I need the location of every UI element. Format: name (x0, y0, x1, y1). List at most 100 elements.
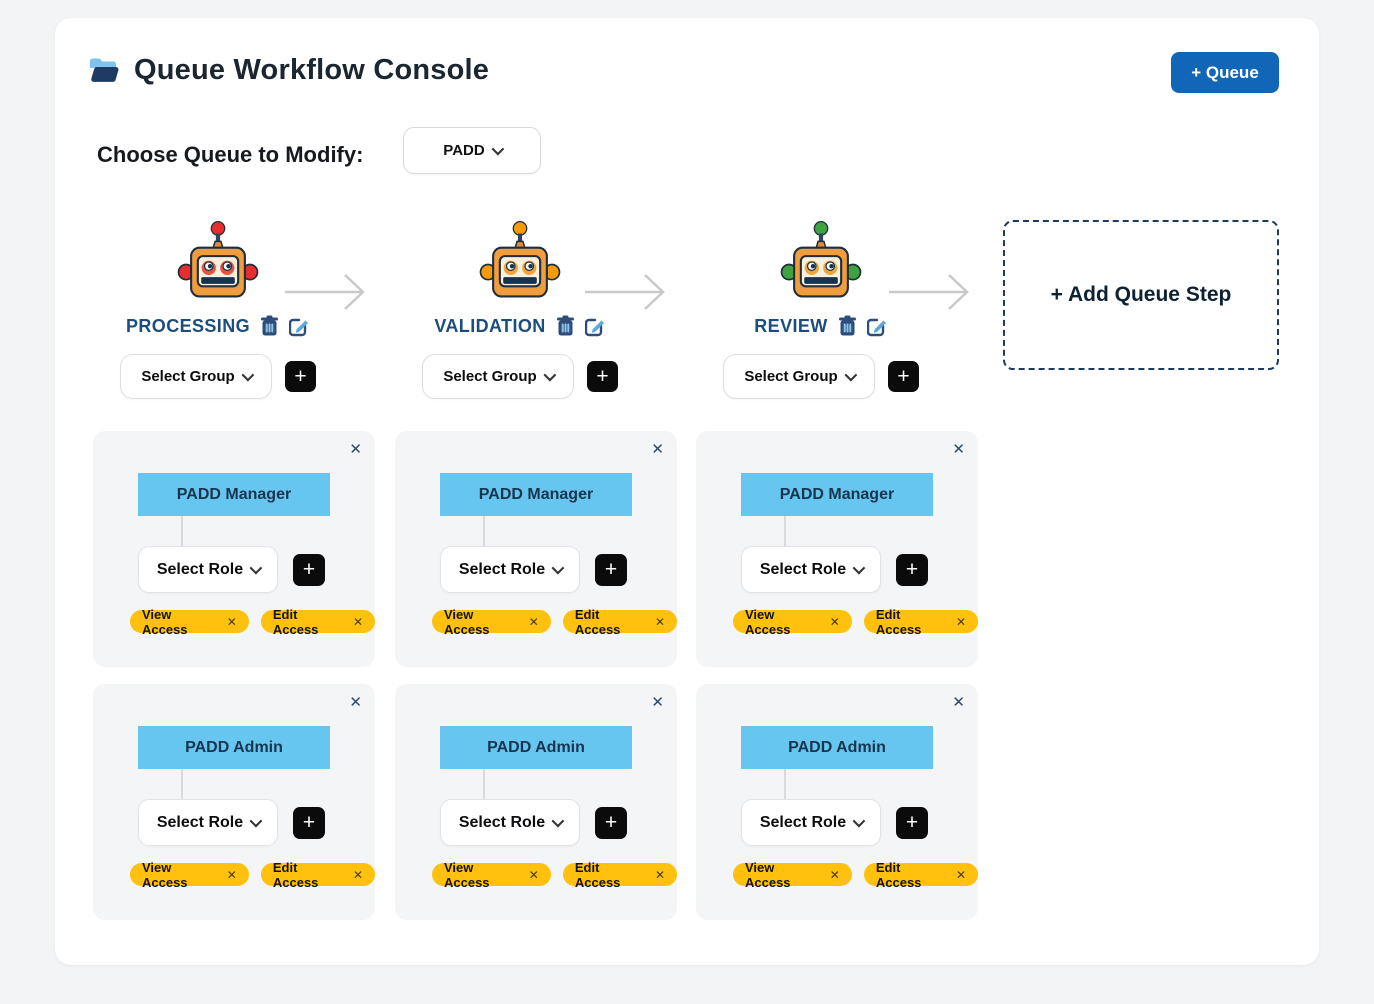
page-header: Queue Workflow Console (88, 54, 489, 87)
edit-step-icon (585, 316, 606, 337)
chevron-down-icon (844, 369, 857, 382)
group-card: ✕ PADD Admin Select Role + View Access ✕… (395, 684, 677, 920)
access-chip: Edit Access ✕ (563, 610, 677, 633)
add-role-button[interactable]: + (595, 807, 627, 839)
select-group-dropdown[interactable]: Select Group (723, 354, 875, 399)
remove-group-button[interactable]: ✕ (952, 693, 965, 711)
remove-access-icon[interactable]: ✕ (529, 615, 539, 629)
select-role-dropdown[interactable]: Select Role (741, 799, 881, 846)
delete-step-icon (259, 315, 280, 337)
connector-line (784, 516, 786, 548)
remove-access-icon[interactable]: ✕ (830, 868, 840, 882)
remove-group-button[interactable]: ✕ (651, 440, 664, 458)
delete-step-button[interactable] (259, 315, 280, 337)
queue-step-processing: PROCESSING Select Group + (77, 216, 359, 399)
workflow-console-panel: Queue Workflow Console + Queue Choose Qu… (55, 18, 1319, 965)
remove-group-button[interactable]: ✕ (952, 440, 965, 458)
access-chip: View Access ✕ (432, 610, 551, 633)
page-title: Queue Workflow Console (134, 54, 489, 87)
select-role-dropdown[interactable]: Select Role (138, 546, 278, 593)
edit-step-button[interactable] (289, 316, 310, 337)
robot-icon (176, 216, 260, 308)
remove-access-icon[interactable]: ✕ (830, 615, 840, 629)
chevron-down-icon (241, 369, 254, 382)
select-role-dropdown[interactable]: Select Role (440, 546, 580, 593)
access-chip: Edit Access ✕ (261, 863, 375, 886)
group-name-bar: PADD Manager (138, 473, 330, 516)
queue-select-dropdown[interactable]: PADD (403, 127, 541, 174)
access-chip: Edit Access ✕ (864, 610, 978, 633)
remove-group-button[interactable]: ✕ (349, 440, 362, 458)
select-group-label: Select Group (443, 368, 536, 385)
access-chip-label: View Access (745, 607, 821, 637)
group-name-bar: PADD Admin (741, 726, 933, 769)
queue-selected-value: PADD (443, 142, 484, 159)
remove-access-icon[interactable]: ✕ (956, 615, 966, 629)
remove-group-button[interactable]: ✕ (349, 693, 362, 711)
group-card: ✕ PADD Admin Select Role + View Access ✕… (696, 684, 978, 920)
access-chip-label: View Access (444, 860, 520, 890)
remove-access-icon[interactable]: ✕ (956, 868, 966, 882)
edit-step-button[interactable] (867, 316, 888, 337)
add-role-button[interactable]: + (293, 807, 325, 839)
add-role-button[interactable]: + (896, 554, 928, 586)
remove-access-icon[interactable]: ✕ (529, 868, 539, 882)
select-group-dropdown[interactable]: Select Group (120, 354, 272, 399)
add-group-button[interactable]: + (888, 361, 919, 392)
remove-access-icon[interactable]: ✕ (655, 868, 665, 882)
add-group-button[interactable]: + (285, 361, 316, 392)
remove-access-icon[interactable]: ✕ (353, 868, 363, 882)
edit-step-button[interactable] (585, 316, 606, 337)
access-chip: Edit Access ✕ (261, 610, 375, 633)
access-chip: View Access ✕ (130, 863, 249, 886)
select-group-label: Select Group (141, 368, 234, 385)
delete-step-icon (837, 315, 858, 337)
chevron-down-icon (853, 815, 866, 828)
select-role-label: Select Role (459, 561, 545, 579)
queue-step-validation: VALIDATION Select Group + (379, 216, 661, 399)
select-group-dropdown[interactable]: Select Group (422, 354, 574, 399)
edit-step-icon (867, 316, 888, 337)
remove-access-icon[interactable]: ✕ (227, 868, 237, 882)
choose-queue-label: Choose Queue to Modify: (97, 142, 363, 168)
add-role-button[interactable]: + (293, 554, 325, 586)
access-chip-label: View Access (745, 860, 821, 890)
connector-line (181, 516, 183, 548)
chevron-down-icon (552, 815, 565, 828)
group-card: ✕ PADD Manager Select Role + View Access… (395, 431, 677, 667)
add-group-button[interactable]: + (587, 361, 618, 392)
group-name-bar: PADD Admin (440, 726, 632, 769)
remove-access-icon[interactable]: ✕ (353, 615, 363, 629)
edit-step-icon (289, 316, 310, 337)
add-queue-step-button[interactable]: + Add Queue Step (1003, 220, 1279, 370)
remove-access-icon[interactable]: ✕ (227, 615, 237, 629)
chevron-down-icon (491, 143, 504, 156)
remove-group-button[interactable]: ✕ (651, 693, 664, 711)
select-group-label: Select Group (744, 368, 837, 385)
select-role-label: Select Role (157, 561, 243, 579)
delete-step-button[interactable] (837, 315, 858, 337)
access-chip-label: View Access (142, 860, 218, 890)
remove-access-icon[interactable]: ✕ (655, 615, 665, 629)
access-chip-label: Edit Access (575, 607, 646, 637)
access-chip-label: Edit Access (273, 860, 344, 890)
access-chip: View Access ✕ (130, 610, 249, 633)
select-role-label: Select Role (157, 814, 243, 832)
access-chip-label: Edit Access (575, 860, 646, 890)
step-name-label: VALIDATION (434, 316, 545, 337)
add-role-button[interactable]: + (595, 554, 627, 586)
select-role-dropdown[interactable]: Select Role (741, 546, 881, 593)
select-role-label: Select Role (459, 814, 545, 832)
step-name-label: PROCESSING (126, 316, 250, 337)
select-role-dropdown[interactable]: Select Role (440, 799, 580, 846)
access-chip-label: View Access (444, 607, 520, 637)
chevron-down-icon (250, 815, 263, 828)
select-role-dropdown[interactable]: Select Role (138, 799, 278, 846)
delete-step-button[interactable] (555, 315, 576, 337)
group-card: ✕ PADD Manager Select Role + View Access… (93, 431, 375, 667)
chevron-down-icon (543, 369, 556, 382)
connector-line (181, 769, 183, 801)
group-name-bar: PADD Manager (741, 473, 933, 516)
add-role-button[interactable]: + (896, 807, 928, 839)
add-queue-button[interactable]: + Queue (1171, 52, 1279, 93)
